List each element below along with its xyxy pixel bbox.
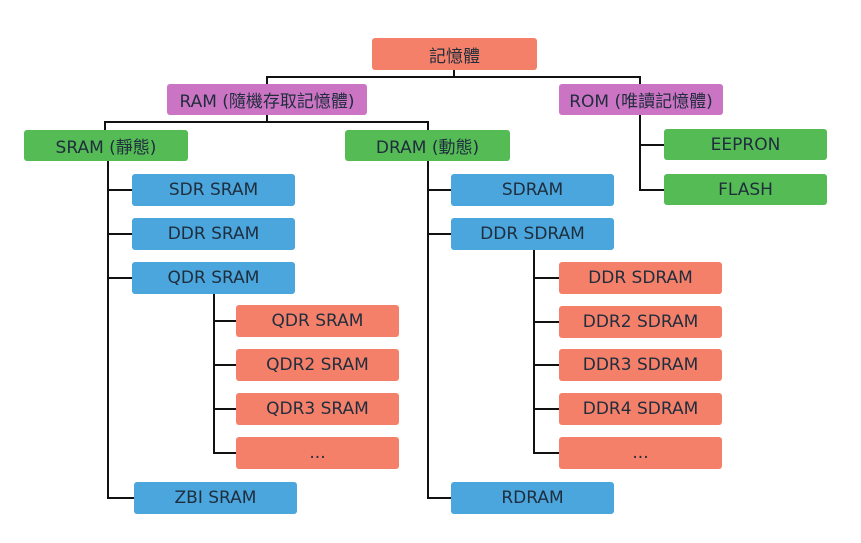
sdr-sram-node: SDR SRAM [132, 174, 295, 206]
qdr-more-node: ... [236, 437, 399, 469]
qdr-sram-variant-node: QDR SRAM [236, 305, 399, 337]
ddr-sdram-variant-node: DDR SDRAM [559, 262, 722, 294]
rdram-node: RDRAM [451, 482, 614, 514]
sram-node: SRAM (靜態) [24, 130, 188, 161]
qdr2-sram-node: QDR2 SRAM [236, 349, 399, 381]
qdr-sram-node: QDR SRAM [132, 262, 295, 294]
ddr2-sdram-node: DDR2 SDRAM [559, 306, 722, 338]
zbi-sram-node: ZBI SRAM [134, 482, 297, 514]
ram-node: RAM (隨機存取記憶體) [167, 84, 367, 115]
dram-node: DRAM (動態) [345, 130, 510, 161]
ddr-sram-node: DDR SRAM [132, 218, 295, 250]
ddr-more-node: ... [559, 437, 722, 469]
root-node: 記憶體 [372, 38, 537, 70]
ddr-sdram-node: DDR SDRAM [451, 218, 614, 250]
flash-node: FLASH [664, 174, 827, 205]
eepron-node: EEPRON [664, 129, 827, 160]
sdram-node: SDRAM [451, 174, 614, 206]
rom-node: ROM (唯讀記憶體) [559, 84, 723, 115]
qdr3-sram-node: QDR3 SRAM [236, 393, 399, 425]
ddr3-sdram-node: DDR3 SDRAM [559, 349, 722, 381]
ddr4-sdram-node: DDR4 SDRAM [559, 393, 722, 425]
